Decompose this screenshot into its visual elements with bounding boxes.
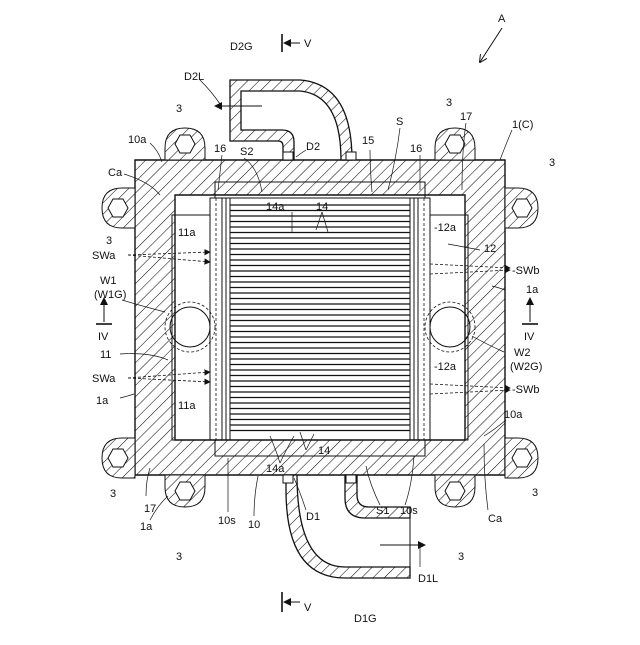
label-14-top: 14 (316, 201, 328, 213)
label-3-h: 3 (458, 551, 464, 563)
label-D1L: D1L (418, 573, 438, 585)
label-14a-bottom: 14a (266, 463, 285, 475)
label-S: S (396, 116, 403, 128)
label-Ca-top: Ca (108, 167, 123, 179)
label-S2: S2 (240, 146, 253, 158)
label-SWb-top: -SWb (512, 265, 540, 277)
label-17-bottom: 17 (144, 503, 156, 515)
label-W2: W2 (514, 347, 531, 359)
label-SWb-bottom: -SWb (512, 384, 540, 396)
label-10a-right: 10a (504, 409, 523, 421)
inlet-circle-w1 (170, 307, 210, 347)
label-12: 12 (484, 243, 496, 255)
label-3-a: 3 (176, 103, 182, 115)
label-3-f: 3 (532, 487, 538, 499)
label-11a-top: 11a (178, 227, 196, 239)
label-3-d: 3 (106, 235, 112, 247)
label-10: 10 (248, 519, 260, 531)
label-1C: 1(C) (512, 119, 533, 131)
label-V-bottom: V (304, 602, 312, 614)
label-W1G: (W1G) (94, 289, 126, 301)
label-SWa-bottom: SWa (92, 373, 116, 385)
label-1a-bottom: 1a (140, 521, 153, 533)
outlet-circle-w2 (430, 307, 470, 347)
label-16-right: 16 (410, 143, 422, 155)
label-SWa-top: SWa (92, 250, 116, 262)
label-3-g: 3 (176, 551, 182, 563)
label-D2G: D2G (230, 41, 253, 53)
label-3-e: 3 (110, 488, 116, 500)
label-11: 11 (100, 349, 111, 361)
label-1a-left: 1a (96, 395, 109, 407)
label-11a-bottom: 11a (178, 400, 196, 412)
core-fins-14 (230, 205, 410, 431)
label-D1: D1 (306, 511, 320, 523)
right-tank-12 (430, 215, 468, 440)
label-D1G: D1G (354, 613, 377, 625)
label-Ca-bottom: Ca (488, 513, 503, 525)
label-IV-right: IV (524, 331, 535, 343)
tube-walls (226, 198, 414, 440)
label-10a-top: 10a (128, 134, 147, 146)
label-17-top: 17 (460, 111, 472, 123)
label-3-b: 3 (446, 97, 452, 109)
label-D2L: D2L (184, 71, 204, 83)
label-D2: D2 (306, 141, 320, 153)
label-V-top: V (304, 38, 312, 50)
label-3-c: 3 (549, 157, 555, 169)
label-A: A (498, 13, 506, 25)
label-10s-left: 10s (218, 515, 236, 527)
label-W1: W1 (100, 275, 117, 287)
label-16-left: 16 (214, 143, 226, 155)
label-IV-left: IV (98, 331, 109, 343)
label-14-bottom: 14 (318, 445, 330, 457)
label-10s-right: 10s (400, 505, 418, 517)
label-12a-top: -12a (434, 222, 457, 234)
label-14a-top: 14a (266, 201, 285, 213)
label-15: 15 (362, 135, 374, 147)
label-W2G: (W2G) (510, 361, 542, 373)
label-1a-right: 1a (526, 284, 539, 296)
label-12a-bottom: -12a (434, 361, 457, 373)
label-S1: S1 (376, 505, 389, 517)
